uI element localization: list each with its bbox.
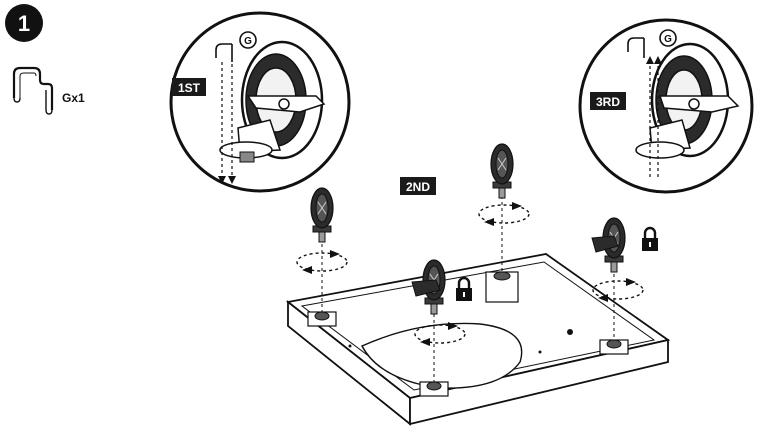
- step-tag-1st: [172, 78, 206, 96]
- detail-circle-left: G 1ST: [169, 11, 351, 193]
- caster-wheel-icon: [490, 143, 514, 199]
- step-tag-1st-label: 1ST: [178, 81, 201, 95]
- step-number: 1: [18, 11, 30, 36]
- part-letter-right: G: [664, 34, 672, 45]
- step-tag-3rd-label: 3RD: [596, 95, 620, 109]
- step-tag-3rd: [590, 92, 626, 110]
- corner-mount: [419, 381, 449, 397]
- u-shaped-pin-icon: [12, 66, 54, 115]
- lock-icon: [640, 226, 660, 253]
- step-number-badge: 1: [5, 4, 43, 42]
- corner-mount: [307, 311, 337, 327]
- step-tag-2nd-label: 2ND: [406, 180, 430, 194]
- part-letter-left: G: [244, 36, 252, 47]
- step-tag-2nd: [400, 177, 436, 195]
- corner-mount: [599, 339, 629, 355]
- caster-wheel-icon: [310, 187, 334, 243]
- base-tray: [285, 253, 671, 426]
- detail-circle-right: G 3RD: [578, 18, 754, 194]
- corner-mount: [485, 271, 519, 303]
- guide-lines: [321, 190, 615, 382]
- part-quantity-label: Gx1: [62, 91, 85, 105]
- rotate-arrow-icon: [478, 201, 530, 227]
- rotate-arrow-icon: [592, 277, 644, 303]
